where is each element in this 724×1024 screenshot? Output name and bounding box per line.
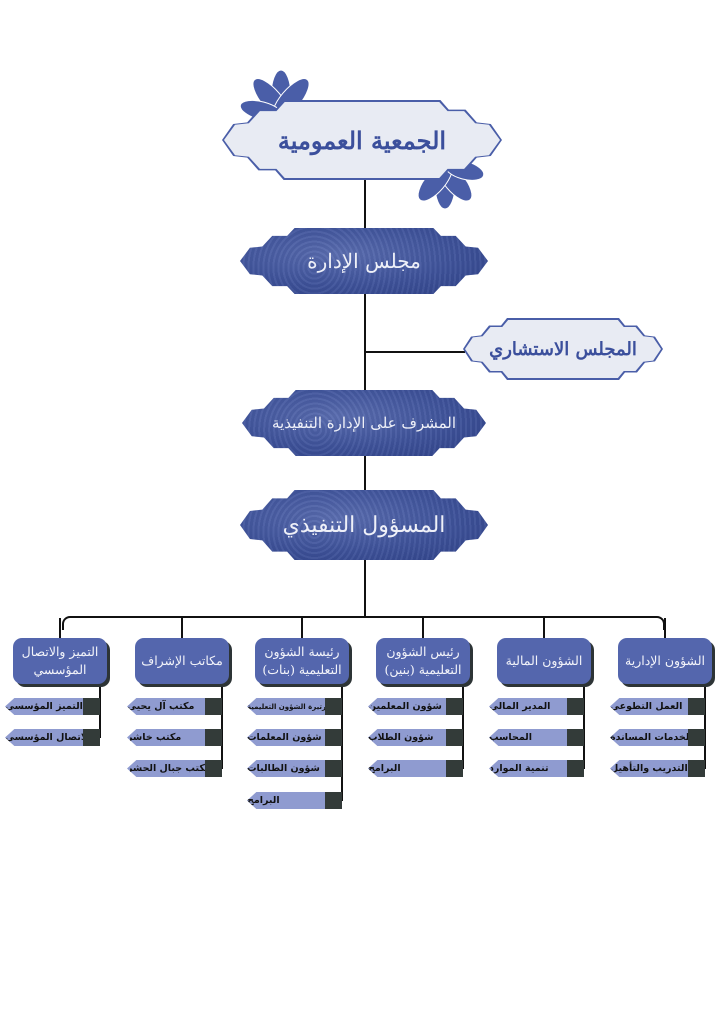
item-marker-icon <box>325 729 342 746</box>
advisory-council-box: المجلس الاستشاري <box>463 318 663 380</box>
department-bus <box>62 616 665 630</box>
department-item: تنمية الموارد <box>489 760 584 777</box>
executive-supervisor-label: المشرف على الإدارة التنفيذية <box>272 414 457 432</box>
department-item: مكتب جبال الحشر <box>127 760 222 777</box>
advisory-connector <box>365 351 465 353</box>
general-assembly-label: الجمعية العمومية <box>277 125 447 155</box>
department-item-label: مكتب خاشر <box>127 729 205 746</box>
executive-supervisor-box: المشرف على الإدارة التنفيذية <box>242 390 486 456</box>
department-header: التميز والاتصال المؤسسي <box>13 638 107 684</box>
department-item-connector <box>341 684 343 801</box>
item-marker-icon <box>83 698 100 715</box>
department-item-label: سكرتيرة الشؤون التعليمية <box>247 698 325 715</box>
department-item: سكرتيرة الشؤون التعليمية <box>247 698 342 715</box>
item-marker-icon <box>83 729 100 746</box>
department-item-label: البرامج <box>368 760 446 777</box>
item-marker-icon <box>205 698 222 715</box>
department-header: مكاتب الإشراف <box>135 638 229 684</box>
advisory-council-label: المجلس الاستشاري <box>489 338 637 360</box>
department-item-connector <box>704 684 706 769</box>
item-marker-icon <box>446 760 463 777</box>
department-item: الخدمات المساندة <box>610 729 705 746</box>
department-drop-connector <box>664 618 666 638</box>
department-header: الشؤون المالية <box>497 638 591 684</box>
department-item: التدريب والتأهيل <box>610 760 705 777</box>
department-drop-connector <box>543 618 545 638</box>
executive-director-label: المسؤول التنفيذي <box>282 512 446 538</box>
department-item-connector <box>99 684 101 738</box>
department-drop-connector <box>181 618 183 638</box>
board-label: مجلس الإدارة <box>307 249 421 273</box>
department-drop-connector <box>59 618 61 638</box>
department-item-label: المدير المالي <box>489 698 567 715</box>
department-item-connector <box>221 684 223 769</box>
department-item-label: التميز المؤسسي <box>5 698 83 715</box>
department-item: المدير المالي <box>489 698 584 715</box>
department-item: شؤون الطالبات <box>247 760 342 777</box>
item-marker-icon <box>688 760 705 777</box>
department-item: المحاسب <box>489 729 584 746</box>
department-drop-connector <box>301 618 303 638</box>
item-marker-icon <box>567 698 584 715</box>
department-item-label: المحاسب <box>489 729 567 746</box>
department-header: رئيسة الشؤون التعليمية (بنات) <box>255 638 349 684</box>
department-item: العمل التطوعي <box>610 698 705 715</box>
department-item: البرامج <box>247 792 342 809</box>
department-item-label: الخدمات المساندة <box>610 729 688 746</box>
department-item-label: البرامج <box>247 792 325 809</box>
department-item-label: مكتب جبال الحشر <box>127 760 205 777</box>
general-assembly-box: الجمعية العمومية <box>222 100 502 180</box>
department-item-label: العمل التطوعي <box>610 698 688 715</box>
department-item: مكتب آل يحيى <box>127 698 222 715</box>
department-item: شؤون الطلاب <box>368 729 463 746</box>
item-marker-icon <box>325 760 342 777</box>
department-item: شؤون المعلمات <box>247 729 342 746</box>
item-marker-icon <box>688 729 705 746</box>
department-item-label: شؤون المعلمين <box>368 698 446 715</box>
item-marker-icon <box>446 698 463 715</box>
department-item: التميز المؤسسي <box>5 698 100 715</box>
executive-director-box: المسؤول التنفيذي <box>240 490 488 560</box>
department-item: شؤون المعلمين <box>368 698 463 715</box>
department-header: الشؤون الإدارية <box>618 638 712 684</box>
department-item-label: التدريب والتأهيل <box>610 760 688 777</box>
item-marker-icon <box>325 792 342 809</box>
item-marker-icon <box>567 760 584 777</box>
item-marker-icon <box>688 698 705 715</box>
department-item-connector <box>462 684 464 769</box>
department-item-label: شؤون الطلاب <box>368 729 446 746</box>
department-item: مكتب خاشر <box>127 729 222 746</box>
item-marker-icon <box>205 760 222 777</box>
item-marker-icon <box>446 729 463 746</box>
department-item-label: تنمية الموارد <box>489 760 567 777</box>
department-item-label: الاتصال المؤسسي <box>5 729 83 746</box>
board-box: مجلس الإدارة <box>240 228 488 294</box>
item-marker-icon <box>567 729 584 746</box>
department-header: رئيس الشؤون التعليمية (بنين) <box>376 638 470 684</box>
department-item-label: شؤون المعلمات <box>247 729 325 746</box>
item-marker-icon <box>325 698 342 715</box>
department-item: البرامج <box>368 760 463 777</box>
department-item-label: مكتب آل يحيى <box>127 698 205 715</box>
department-item-label: شؤون الطالبات <box>247 760 325 777</box>
item-marker-icon <box>205 729 222 746</box>
department-item-connector <box>583 684 585 769</box>
department-drop-connector <box>422 618 424 638</box>
department-item: الاتصال المؤسسي <box>5 729 100 746</box>
